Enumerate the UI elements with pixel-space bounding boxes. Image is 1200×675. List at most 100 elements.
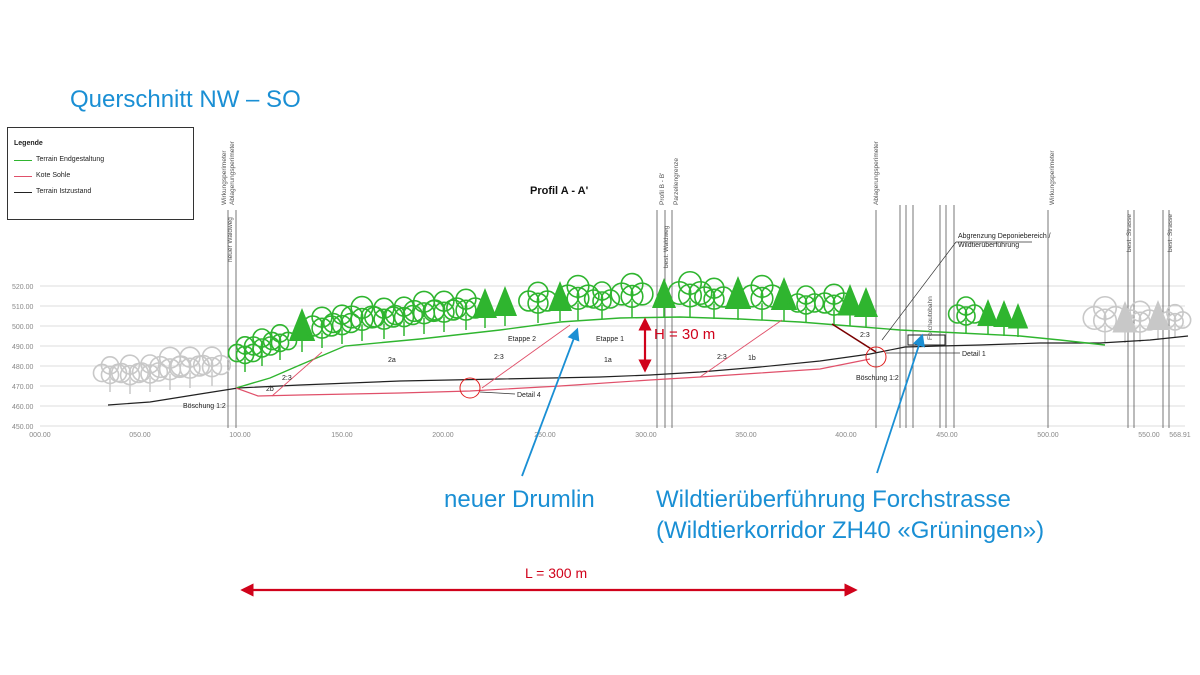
legend-label: Kote Sohle — [36, 172, 71, 179]
elevation-tick: 500.00 — [12, 324, 34, 331]
station-tick: 500.00 — [1037, 432, 1059, 439]
tree-icon — [787, 285, 825, 323]
tree-icon — [610, 272, 654, 318]
elevation-tick: 470.00 — [12, 384, 34, 391]
profile-title: Profil A - A' — [530, 185, 589, 197]
length-label: L = 300 m — [525, 565, 587, 581]
reference-label: best. Strasse — [1167, 214, 1174, 252]
reference-label: best. Waldweg — [663, 225, 670, 268]
label-slope: 2:3 — [494, 354, 504, 361]
tree-icon — [149, 346, 191, 390]
tree-icon — [837, 284, 863, 326]
station-tick: 050.00 — [129, 432, 151, 439]
label-slope: 2:3 — [860, 332, 870, 339]
label-detail-1: Detail 1 — [962, 351, 986, 358]
elevation-tick: 480.00 — [12, 364, 34, 371]
elevation-axis: 520.00 510.00 500.00 490.00 480.00 470.0… — [12, 284, 34, 431]
legend-label: Terrain Istzustand — [36, 188, 92, 195]
elevation-tick: 520.00 — [12, 284, 34, 291]
tree-icon — [384, 296, 424, 336]
reference-label: Profil B - B' — [659, 173, 666, 205]
label-detail-4: Detail 4 — [517, 392, 541, 399]
sole-line — [235, 358, 871, 397]
station-tick: 100.00 — [229, 432, 251, 439]
label-abgrenzung: Wildtierüberführung — [958, 242, 1019, 249]
station-axis: 000.00 050.00 100.00 150.00 200.00 250.0… — [29, 432, 1191, 439]
tree-icon — [1112, 301, 1138, 343]
height-label: H = 30 m — [654, 326, 715, 343]
stage-division-lines — [271, 319, 783, 397]
station-tick: 568.91 — [1169, 432, 1191, 439]
tree-icon — [192, 346, 232, 386]
elevation-tick: 460.00 — [12, 404, 34, 411]
tree-icon — [518, 281, 558, 323]
station-tick: 400.00 — [835, 432, 857, 439]
wildlife-caption-line2: (Wildtierkorridor ZH40 «Grüningen») — [656, 517, 1045, 544]
tree-icon — [288, 308, 316, 352]
slope-segment — [831, 323, 877, 353]
label-zone-1a: 1a — [604, 357, 612, 364]
elevation-tick: 450.00 — [12, 424, 34, 431]
label-slope: 2:3 — [282, 375, 292, 382]
overpass-box — [907, 334, 946, 346]
label-zone-1b: 1b — [748, 355, 756, 362]
tree-icon — [854, 287, 878, 327]
label-etappe-2: Etappe 2 — [508, 336, 536, 343]
terrain-existing-line — [107, 335, 1189, 406]
station-tick: 000.00 — [29, 432, 51, 439]
tree-icon — [770, 277, 798, 321]
reference-label: best. Strasse — [1126, 214, 1133, 252]
legend-swatch — [14, 176, 32, 177]
wildlife-caption-line1: Wildtierüberführung Forchstrasse — [656, 486, 1011, 513]
station-tick: 550.00 — [1138, 432, 1160, 439]
legend-swatch — [14, 192, 32, 193]
reference-label: neuer Waldweg — [227, 217, 234, 262]
station-tick: 350.00 — [735, 432, 757, 439]
tree-icon — [243, 328, 281, 366]
wildlife-arrow — [876, 333, 925, 474]
tree-icon — [977, 299, 999, 335]
tree-icon — [667, 270, 713, 318]
legend-title: Legende — [14, 140, 43, 147]
tree-icon — [403, 290, 445, 334]
station-tick: 250.00 — [534, 432, 556, 439]
tree-icon — [493, 286, 517, 326]
drumlin-caption: neuer Drumlin — [444, 486, 595, 513]
reference-label: Forchautobahn — [927, 296, 934, 340]
profile-annotations: Etappe 2 Etappe 1 2a 2b 1a 1b 2:3 2:3 2:… — [183, 233, 1051, 410]
label-etappe-1: Etappe 1 — [596, 336, 624, 343]
station-tick: 200.00 — [432, 432, 454, 439]
legend-label: Terrain Endgestaltung — [36, 156, 105, 163]
tree-icon — [548, 281, 572, 321]
legend-item-sole: Kote Sohle — [14, 172, 189, 182]
tree-icon — [1082, 295, 1128, 343]
reference-label: Parzellengrenze — [673, 158, 680, 205]
label-abgrenzung: Abgrenzung Deponiebereich / — [958, 233, 1051, 240]
legend-box: Legende Terrain Endgestaltung Kote Sohle… — [7, 127, 194, 220]
reference-labels: Wirkungsperimeter Ablagerungsperimeter n… — [221, 140, 1174, 340]
station-tick: 300.00 — [635, 432, 657, 439]
tree-icon — [1007, 303, 1029, 337]
label-zone-2a: 2a — [388, 357, 396, 364]
elevation-tick: 510.00 — [12, 304, 34, 311]
tree-icon — [1158, 303, 1192, 338]
existing-trees — [92, 295, 1192, 394]
terrain-final-line — [235, 316, 1106, 389]
tree-icon — [993, 300, 1015, 336]
elevation-tick: 490.00 — [12, 344, 34, 351]
label-boeschung-right: Böschung 1:2 — [856, 375, 899, 382]
abgrenzung-leader — [881, 241, 957, 341]
slide-title: Querschnitt NW – SO — [70, 86, 301, 113]
station-tick: 150.00 — [331, 432, 353, 439]
detail-4-circle — [459, 377, 481, 399]
legend-swatch — [14, 160, 32, 161]
label-slope: 2:3 — [717, 354, 727, 361]
legend-item-terrain-existing: Terrain Istzustand — [14, 188, 189, 198]
label-boeschung-left: Böschung 1:2 — [183, 403, 226, 410]
tree-icon — [340, 295, 384, 341]
tree-icon — [724, 276, 752, 320]
reference-label: Ablagerungsperimeter — [873, 140, 880, 205]
reference-label: Ablagerungsperimeter — [229, 140, 236, 205]
